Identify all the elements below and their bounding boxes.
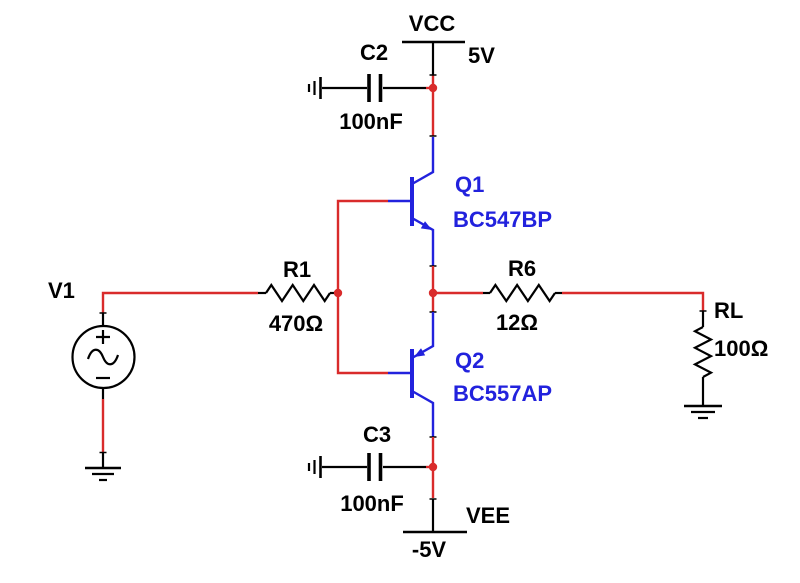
resistor-r1[interactable]: R1 470Ω <box>258 257 338 336</box>
ground-icon-v1[interactable] <box>85 453 121 482</box>
q2-pnp-arrow-icon <box>414 348 426 357</box>
c3-value-label: 100nF <box>340 491 404 516</box>
resistor-r6[interactable]: R6 12Ω <box>483 256 562 335</box>
r1-ref-label: R1 <box>283 257 311 282</box>
q1-part-label: BC547BP <box>453 207 552 232</box>
r1-zigzag <box>265 283 331 303</box>
junction-dot-c2 <box>428 83 438 93</box>
q1-npn-arrow-icon <box>420 221 432 230</box>
rl-value-label: 100Ω <box>714 336 768 361</box>
c2-ref-label: C2 <box>360 40 388 65</box>
rl-ref-label: RL <box>714 298 743 323</box>
transistor-q1[interactable]: Q1 BC547BP <box>388 137 552 266</box>
q1-emitter <box>411 216 435 266</box>
v1-ref-label: V1 <box>48 278 75 303</box>
r6-ref-label: R6 <box>508 256 536 281</box>
q2-part-label: BC557AP <box>453 381 552 406</box>
r6-value-label: 12Ω <box>496 310 538 335</box>
wire-output-net-right[interactable] <box>562 291 705 311</box>
resistor-rl[interactable]: RL 100Ω <box>692 298 768 405</box>
plus-icon <box>96 330 110 344</box>
ground-icon-rl[interactable] <box>684 404 722 420</box>
r1-value-label: 470Ω <box>269 311 323 336</box>
ground-icon-c3 <box>307 456 322 478</box>
vcc-label: VCC <box>409 11 456 36</box>
wire-base-net[interactable] <box>336 199 388 375</box>
wire-input-net[interactable] <box>101 291 258 313</box>
ac-source-v1[interactable]: V1 <box>48 278 136 399</box>
rl-zigzag <box>692 326 714 378</box>
transistor-q2[interactable]: Q2 BC557AP <box>388 312 552 437</box>
vee-voltage-label: -5V <box>412 537 447 562</box>
q2-ref-label: Q2 <box>455 348 484 373</box>
c3-ref-label: C3 <box>363 422 391 447</box>
sine-wave-icon <box>86 348 120 366</box>
vcc-voltage-label: 5V <box>468 43 495 68</box>
q2-collector <box>411 389 435 437</box>
vee-rail: VEE -5V <box>403 499 510 562</box>
vee-label: VEE <box>466 503 510 528</box>
q1-ref-label: Q1 <box>455 172 484 197</box>
ground-icon-c2 <box>307 77 322 99</box>
c2-value-label: 100nF <box>339 109 403 134</box>
capacitor-c3[interactable]: C3 100nF <box>307 422 433 516</box>
junction-dot-base <box>333 288 343 298</box>
r6-zigzag <box>489 283 556 303</box>
q1-collector <box>411 137 435 186</box>
capacitor-c2[interactable]: C2 100nF <box>307 40 433 134</box>
vcc-rail: VCC 5V <box>402 11 495 75</box>
junction-dot-output <box>428 288 438 298</box>
